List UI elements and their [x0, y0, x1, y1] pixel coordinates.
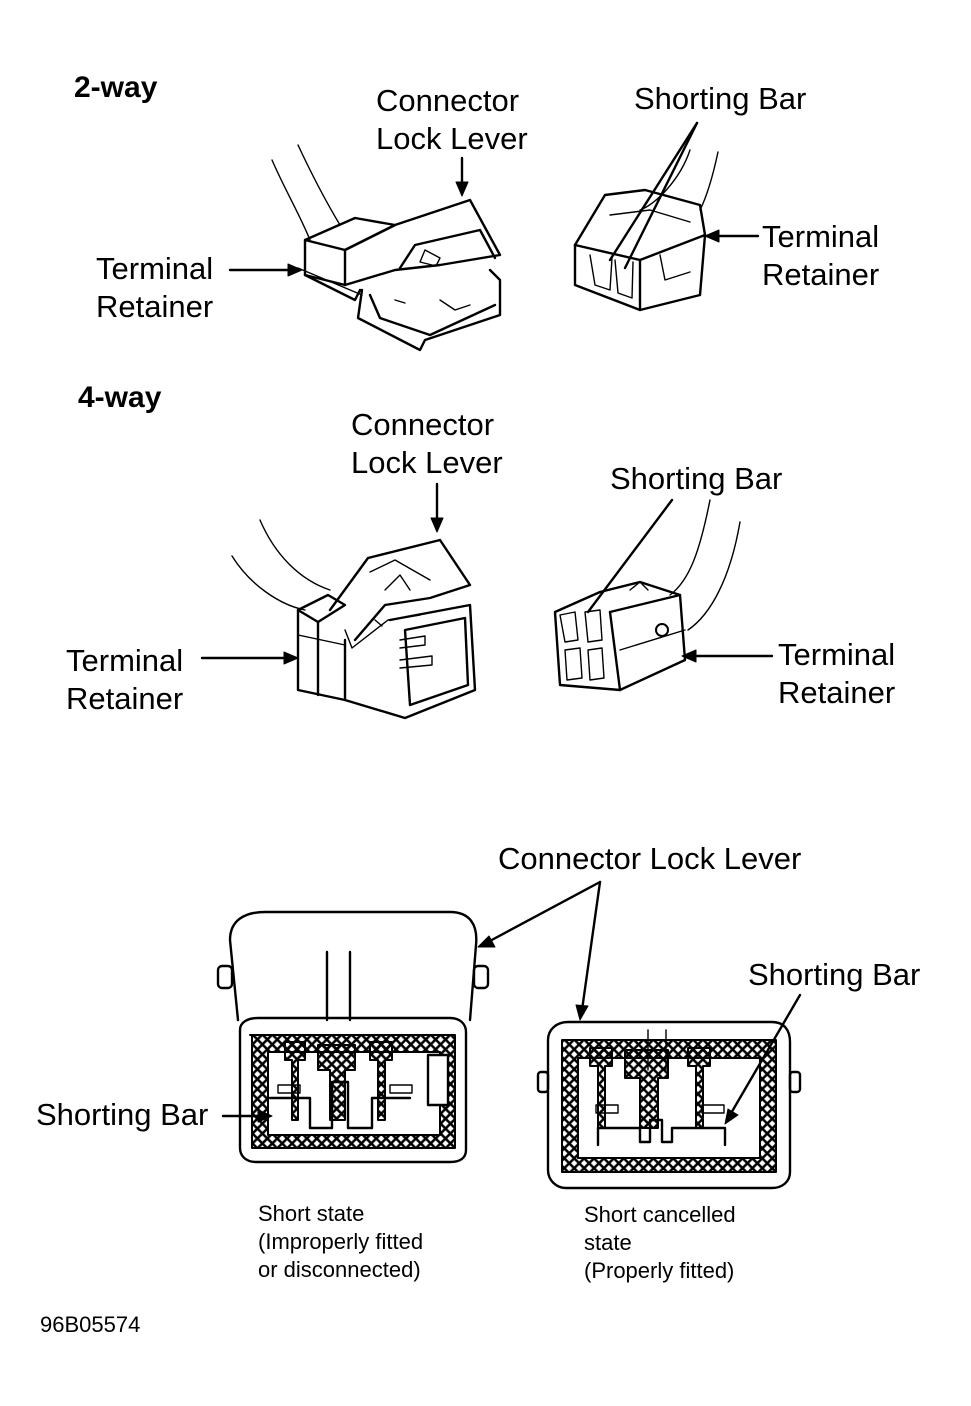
- caption-short-cancelled-line1: Short cancelled: [584, 1202, 736, 1227]
- label-2way-terminal-retainer-left-line2: Retainer: [96, 289, 214, 324]
- connector-2way-female: [573, 149, 719, 312]
- retainer-arrow-2way-left: [228, 263, 303, 277]
- label-2way-shorting-bar: Shorting Bar: [634, 81, 807, 116]
- short-state-cross-section: [216, 910, 490, 1164]
- caption-short-cancelled-line3: (Properly fitted): [584, 1258, 735, 1283]
- label-4way-lock-lever-line1: Connector: [351, 407, 495, 442]
- label-4way-terminal-retainer-right-line1: Terminal: [778, 637, 896, 672]
- label-4way-lock-lever-line2: Lock Lever: [351, 445, 503, 480]
- caption-short-cancelled-line2: state: [584, 1230, 632, 1255]
- lever-arrow-2way-left: [455, 156, 469, 197]
- lever-arrow-4way-left: [430, 482, 444, 533]
- label-2way-terminal-retainer-right-line1: Terminal: [762, 219, 880, 254]
- label-4way-terminal-retainer-left-line2: Retainer: [66, 681, 184, 716]
- retainer-arrow-4way-left: [200, 651, 299, 665]
- heading-4way: 4-way: [78, 381, 162, 414]
- shorting-bar-arrow-short-state: [221, 1109, 273, 1123]
- shorting-bar-pointer-4way: [586, 498, 674, 614]
- heading-2way: 2-way: [74, 71, 158, 104]
- connector-4way-male: [231, 519, 477, 720]
- connector-2way-male: [271, 144, 502, 352]
- label-2way-terminal-retainer-left-line1: Terminal: [96, 251, 214, 286]
- retainer-arrow-4way-right: [681, 649, 774, 663]
- connector-4way-female: [553, 499, 741, 692]
- label-2way-lock-lever-line1: Connector: [376, 83, 520, 118]
- shorting-bar-pointer-2way: [608, 121, 699, 270]
- caption-short-state-line3: or disconnected): [258, 1257, 421, 1282]
- label-2way-lock-lever-line2: Lock Lever: [376, 121, 528, 156]
- label-shorting-bar-cancelled: Shorting Bar: [748, 957, 921, 992]
- label-4way-terminal-retainer-right-line2: Retainer: [778, 675, 896, 710]
- figure-id: 96B05574: [40, 1312, 141, 1337]
- label-connector-lock-lever: Connector Lock Lever: [498, 841, 802, 876]
- lock-lever-arrows: [477, 880, 602, 1021]
- label-4way-shorting-bar: Shorting Bar: [610, 461, 783, 496]
- label-shorting-bar-short-state: Shorting Bar: [36, 1097, 209, 1132]
- shorting-bar-pointer-cancelled: [724, 993, 802, 1125]
- caption-short-state-line1: Short state: [258, 1201, 365, 1226]
- caption-short-state-line2: (Improperly fitted: [258, 1229, 424, 1254]
- label-4way-terminal-retainer-left-line1: Terminal: [66, 643, 184, 678]
- retainer-arrow-2way-right: [704, 229, 760, 243]
- label-2way-terminal-retainer-right-line2: Retainer: [762, 257, 880, 292]
- short-cancelled-cross-section: [536, 1020, 802, 1190]
